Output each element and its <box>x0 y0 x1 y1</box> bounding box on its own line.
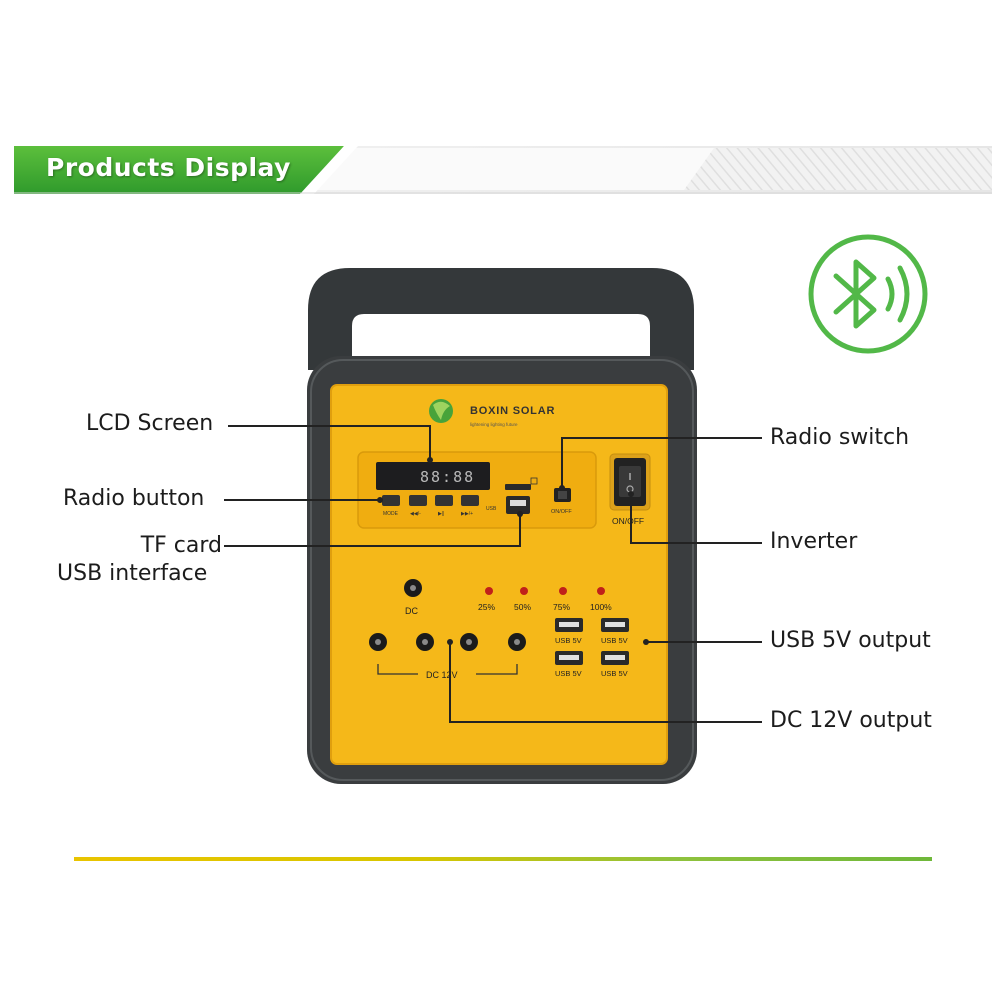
brand-logo <box>429 399 453 423</box>
battery-level-25: 25% <box>478 602 495 612</box>
callout-usb-output: USB 5V output <box>770 628 931 653</box>
callout-lines <box>224 425 762 723</box>
button-label-play: ▶|| <box>438 511 444 517</box>
button-label-next: ▶▶/+ <box>461 511 473 517</box>
button-label-mode: MODE <box>383 511 399 517</box>
section-banner <box>14 146 992 194</box>
inverter-label: ON/OFF <box>612 516 644 526</box>
tf-card-slot[interactable] <box>505 484 531 490</box>
radio-buttons <box>382 495 479 506</box>
usb-small-label: USB <box>486 506 497 512</box>
battery-led-25 <box>485 587 493 595</box>
radio-button-play[interactable] <box>435 495 453 506</box>
battery-led-75 <box>559 587 567 595</box>
button-label-prev: ◀◀/- <box>410 511 421 517</box>
callout-usb-interface: USB interface <box>57 561 208 586</box>
radio-button-next[interactable] <box>461 495 479 506</box>
radio-switch-label: ON/OFF <box>551 509 572 515</box>
banner-title: Products Display <box>46 153 291 182</box>
dc-top-label: DC <box>405 606 418 616</box>
radio-button-prev[interactable] <box>409 495 427 506</box>
brand-tagline: lightening lighting future <box>470 422 518 427</box>
brand-name: BOXIN SOLAR <box>470 405 555 417</box>
callout-tf-card: TF card <box>140 533 222 558</box>
callout-inverter: Inverter <box>770 529 858 554</box>
battery-level-100: 100% <box>590 602 612 612</box>
callout-radio-button: Radio button <box>63 486 205 511</box>
front-panel <box>331 385 667 764</box>
lcd-screen <box>376 462 490 490</box>
bluetooth-audio-icon <box>808 234 928 354</box>
radio-button-mode[interactable] <box>382 495 400 506</box>
carry-handle <box>308 268 694 370</box>
usb-port-label-4: USB 5V <box>601 669 628 678</box>
battery-level-75: 75% <box>553 602 570 612</box>
banner-green-tab <box>14 146 344 194</box>
battery-level-50: 50% <box>514 602 531 612</box>
battery-led-50 <box>520 587 528 595</box>
dc-12v-ports <box>369 633 526 651</box>
usb-port-label-3: USB 5V <box>555 669 582 678</box>
lcd-digits: 88:88 <box>420 468 475 486</box>
usb-port-label-1: USB 5V <box>555 636 582 645</box>
callout-radio-switch: Radio switch <box>770 425 910 450</box>
usb-port-label-2: USB 5V <box>601 636 628 645</box>
battery-led-100 <box>597 587 605 595</box>
callout-lcd-screen: LCD Screen <box>86 411 214 436</box>
footer-divider <box>74 857 932 861</box>
callout-dc-output: DC 12V output <box>770 708 932 733</box>
usb-5v-ports <box>555 618 629 665</box>
dc-group-label: DC 12V <box>426 670 458 680</box>
